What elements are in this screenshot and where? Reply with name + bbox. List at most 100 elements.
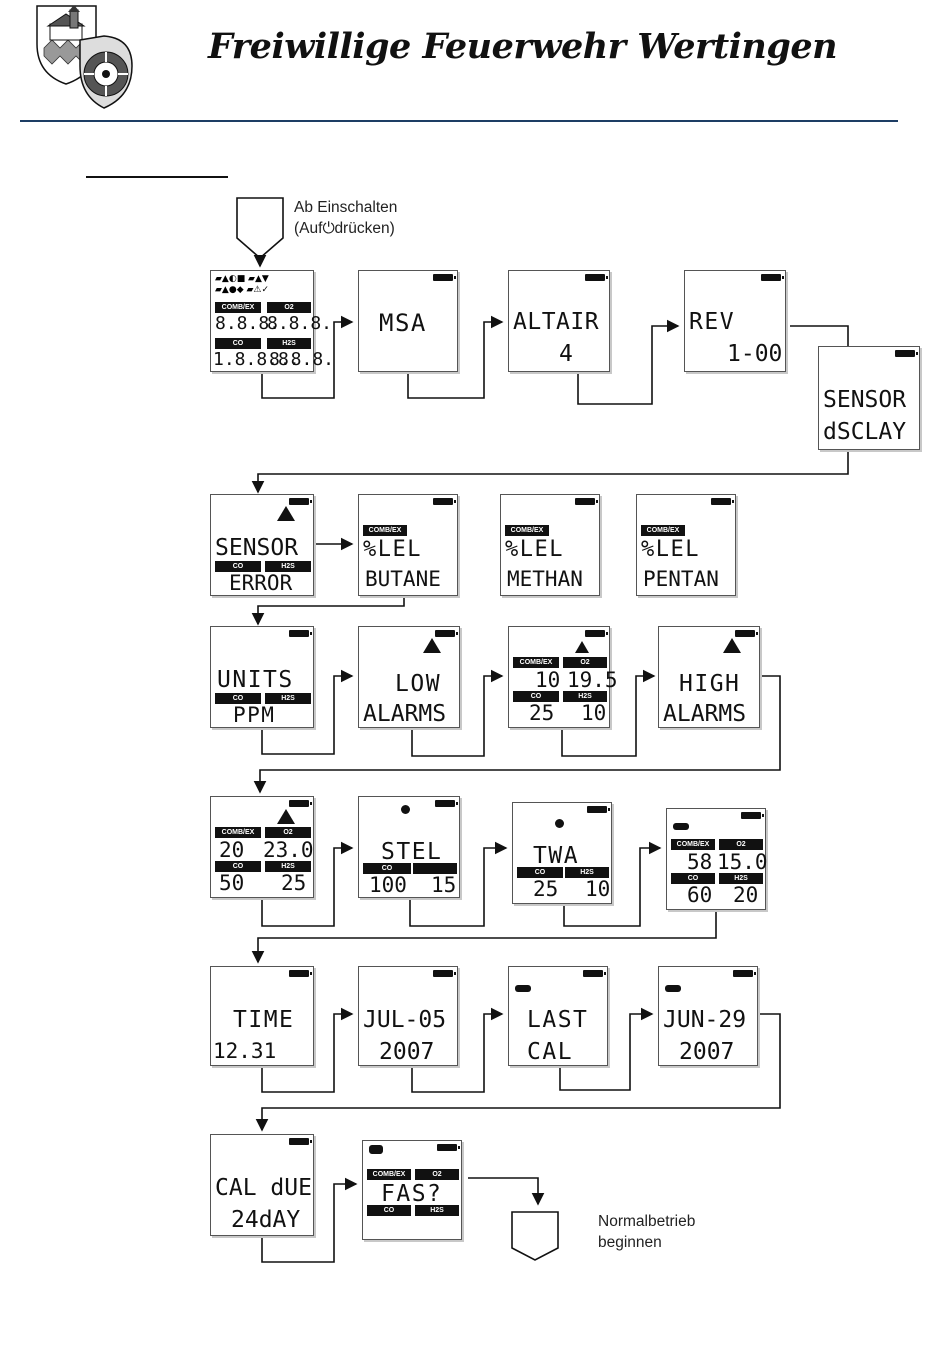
- screen-text-line1: %LEL: [505, 537, 564, 562]
- section-underline: [86, 176, 228, 178]
- segment-value-4: 8.8.8.: [269, 349, 335, 370]
- screen-stel: STEL CO 100 15: [358, 796, 460, 898]
- alarm-value-co: 25: [529, 701, 555, 725]
- warning-icon: [723, 638, 741, 653]
- screen-text-line2: METHAN: [507, 567, 583, 591]
- screen-msa: MSA: [358, 270, 458, 372]
- h2s-label: H2S: [267, 338, 311, 349]
- screen-text-line1: UNITS: [217, 667, 294, 693]
- battery-icon: [437, 1144, 460, 1151]
- combex-label: COMB/EX: [671, 839, 715, 850]
- battery-icon: [289, 1138, 312, 1145]
- status-icons: ▰▲◐■ ▰▲▼▰▲●◆ ▰⚠✓: [215, 274, 270, 295]
- screen-text-line1: %LEL: [641, 537, 700, 562]
- battery-icon: [735, 630, 758, 637]
- screen-twa: TWA CO H2S 25 10: [512, 802, 612, 904]
- screen-units: UNITS CO H2S PPM: [210, 626, 314, 728]
- screen-all-segments: ▰▲◐■ ▰▲▼▰▲●◆ ▰⚠✓ COMB/EX O2 8.8.8. 8.8.8…: [210, 270, 334, 372]
- battery-icon: [895, 350, 918, 357]
- h2s-label: H2S: [415, 1205, 459, 1216]
- end-pentagon: [511, 1211, 559, 1261]
- combex-label: COMB/EX: [505, 525, 549, 536]
- battery-icon: [289, 970, 312, 977]
- calibration-icon: [673, 823, 689, 830]
- battery-icon: [289, 630, 312, 637]
- clock-icon: [555, 819, 564, 828]
- stel-value-co: 100: [369, 873, 407, 897]
- battery-icon: [585, 630, 608, 637]
- screen-rev: REV 1-00: [684, 270, 786, 372]
- combex-label: COMB/EX: [641, 525, 685, 536]
- o2-label: O2: [719, 839, 763, 850]
- screen-text-line1: SENSOR: [215, 535, 299, 561]
- co-label: CO: [671, 873, 715, 884]
- o2-label: O2: [267, 302, 311, 313]
- co-label: CO: [363, 863, 411, 874]
- end-note: Normalbetrieb beginnen: [598, 1213, 696, 1251]
- co-label: CO: [367, 1205, 411, 1216]
- screen-text-line1: %LEL: [363, 537, 422, 562]
- clock-icon: [401, 805, 410, 814]
- screen-sensor-display: SENSOR dSCLAY: [818, 346, 920, 450]
- screen-high-alarms: HIGH ALARMS: [658, 626, 760, 728]
- screen-date: JUL-05 2007: [358, 966, 458, 1066]
- combex-label: COMB/EX: [367, 1169, 411, 1180]
- cal-value-o2: 15.0: [717, 850, 768, 874]
- alarm-value-co: 50: [219, 871, 245, 895]
- screen-lel-butane: COMB/EX %LEL BUTANE: [358, 494, 458, 596]
- co-label: CO: [513, 691, 559, 702]
- screen-text-line2: CAL: [527, 1039, 574, 1065]
- screen-last-cal-date: JUN-29 2007: [658, 966, 758, 1066]
- screen-lel-pentan: COMB/EX %LEL PENTAN: [636, 494, 736, 596]
- segment-value-3: 1.8.8.8.: [213, 349, 300, 370]
- screen-altair: ALTAIR 4: [508, 270, 610, 372]
- screen-text-line2: 2007: [379, 1039, 435, 1065]
- screen-text-line2: BUTANE: [365, 567, 441, 591]
- battery-icon: [433, 970, 456, 977]
- battery-icon: [585, 274, 608, 281]
- screen-text-line2: ALARMS: [663, 701, 747, 727]
- screen-text-line2: ERROR: [229, 571, 293, 595]
- screen-text-line1: TIME: [233, 1007, 295, 1033]
- h2s-label: H2S: [719, 873, 763, 884]
- battery-icon: [583, 970, 606, 977]
- screen-text-line1: FAS?: [381, 1181, 443, 1207]
- screen-low-values: COMB/EX O2 10 19.5 CO H2S 25 10: [508, 626, 618, 728]
- o2-label: O2: [265, 827, 311, 838]
- stel-value-h2s: 15: [431, 873, 457, 897]
- alarm-value-h2s: 25: [281, 871, 307, 895]
- start-note: Ab Einschalten (Auf⏻drücken): [294, 199, 398, 237]
- screen-text-line1: JUN-29: [663, 1007, 747, 1033]
- screen-cal-values: COMB/EX O2 58 15.0 CO H2S 60 20: [666, 808, 768, 910]
- screen-high-values: COMB/EX O2 20 23.0 CO H2S 50 25: [210, 796, 314, 898]
- alarm-value-o2: 23.0: [263, 838, 314, 862]
- cal-value-combex: 58: [687, 850, 713, 874]
- screen-text-line1: SENSOR: [823, 387, 907, 413]
- screen-cal-due: CAL dUE 24dAY: [210, 1134, 314, 1236]
- h2s-label: H2S: [265, 561, 311, 572]
- screen-text-line2: 12.31: [213, 1039, 277, 1063]
- screen-text-line2: 4: [559, 341, 575, 367]
- warning-icon: [277, 506, 295, 521]
- alarm-value-combex: 10: [535, 668, 561, 692]
- screen-text-line1: STEL: [381, 839, 443, 865]
- battery-icon: [741, 812, 764, 819]
- screen-text-line2: PPM: [233, 703, 276, 727]
- screen-text-line1: REV: [689, 309, 736, 335]
- combex-label: COMB/EX: [513, 657, 559, 668]
- screen-text-line2: 2007: [679, 1039, 735, 1065]
- page-title: Freiwillige Feuerwehr Wertingen: [208, 26, 838, 67]
- battery-icon: [433, 498, 456, 505]
- h2s-label: [413, 863, 457, 874]
- battery-icon: [289, 498, 312, 505]
- warning-icon: [277, 809, 295, 824]
- warning-icon: [423, 638, 441, 653]
- screen-text-line1: HIGH: [679, 671, 741, 697]
- h2s-label: H2S: [265, 861, 311, 872]
- screen-text-line2: dSCLAY: [823, 419, 907, 445]
- combex-label: COMB/EX: [363, 525, 407, 536]
- alarm-value-h2s: 10: [581, 701, 607, 725]
- pump-icon: [369, 1145, 383, 1154]
- segment-value-2: 8.8.8.: [267, 313, 333, 334]
